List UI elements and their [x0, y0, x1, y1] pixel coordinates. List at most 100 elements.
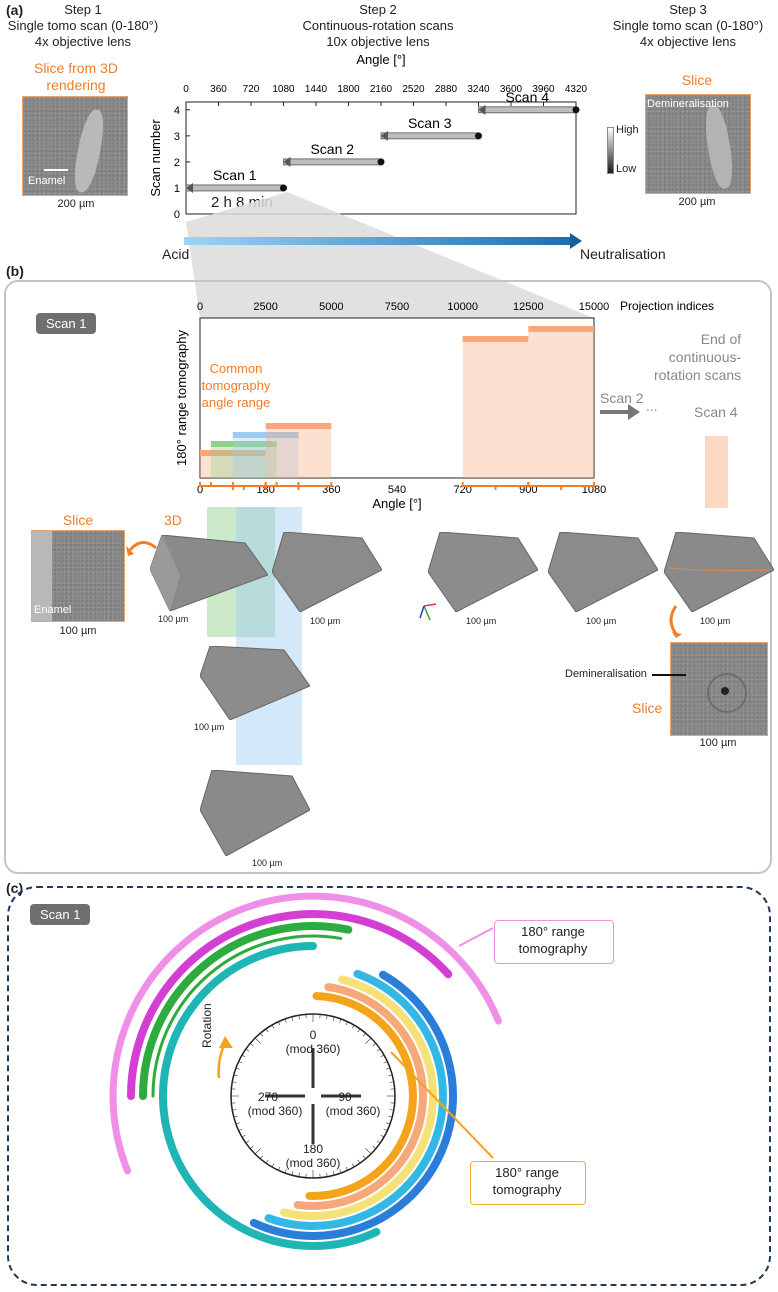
chart-b-xtick: 0 — [197, 484, 203, 496]
scan-end-dot — [475, 132, 482, 140]
rotate-arrow-right-icon — [669, 605, 682, 638]
scan-end-dot — [377, 158, 385, 166]
cube4-scalebar: 100 µm — [586, 616, 617, 626]
cube-7 — [199, 769, 311, 857]
dial-tick — [351, 1163, 355, 1168]
dial-tick — [260, 1155, 264, 1160]
dial-tick — [376, 1048, 381, 1052]
cube3-scalebar: 100 µm — [466, 616, 497, 626]
dial-tick — [238, 1061, 243, 1064]
dial-tick — [345, 1021, 348, 1026]
dial-tick — [265, 1028, 269, 1033]
dial-tick — [298, 1172, 300, 1177]
dial-tick — [271, 1163, 275, 1168]
chart-a-xtick: 1800 — [337, 84, 360, 95]
dial-tick — [386, 1122, 391, 1125]
chart-a-ylabel: Scan number — [148, 119, 163, 197]
right-demin-label: Demineralisation — [647, 98, 729, 110]
dial-tick — [365, 1148, 372, 1155]
cube7-scalebar: 100 µm — [252, 858, 283, 868]
chart-a-xtick: 2520 — [402, 84, 425, 95]
dial-270-mod: (mod 360) — [247, 1104, 303, 1118]
arc-green — [139, 922, 353, 1100]
dial-tick — [265, 1159, 269, 1164]
arc-green-thin — [151, 934, 343, 1098]
demin-label-b: Demineralisation — [565, 668, 647, 680]
chart-b-toptick: 7500 — [385, 301, 409, 313]
scan-end-dot — [572, 106, 580, 114]
step2-heading: Step 2 — [359, 2, 397, 17]
chart-a-ytick: 3 — [174, 131, 180, 143]
left-slice-scalebar: 100 µm — [59, 625, 97, 637]
chart-a-xtick: 0 — [183, 84, 189, 95]
dial-tick — [233, 1115, 238, 1118]
step3-title: Step 3 Single tomo scan (0-180°) 4x obje… — [613, 2, 763, 50]
dial-tick — [365, 1037, 372, 1044]
dial-90: 90 — [338, 1090, 352, 1104]
dial-tick — [362, 1032, 366, 1037]
dial-tick — [380, 1054, 385, 1058]
common-line3: angle range — [201, 395, 271, 410]
chart-a-xtick: 720 — [243, 84, 260, 95]
step2-line1: Continuous-rotation scans — [302, 18, 454, 33]
chart-a-ytick: 2 — [174, 157, 180, 169]
range-band — [210, 441, 277, 478]
rotation-arcs — [109, 892, 502, 1250]
dial-0: 0 — [309, 1028, 317, 1042]
scan-label: Scan 4 — [505, 89, 549, 105]
chart-a-ytick: 4 — [174, 105, 180, 117]
dial-tick — [383, 1128, 388, 1131]
chart-b-xlabel: Angle [°] — [372, 496, 421, 511]
slice-label-left: Slice — [62, 512, 94, 528]
arc-yellow — [279, 975, 437, 1220]
panel-b-badge: Scan 1 — [36, 313, 97, 334]
dial-tick — [332, 1016, 335, 1021]
right-image-caption: Slice — [681, 72, 713, 88]
range-bar — [265, 423, 332, 429]
chart-b-ylabel: 180° range tomography — [174, 329, 189, 466]
demin-arrow-icon — [652, 674, 686, 676]
three-d-label: 3D — [164, 512, 182, 528]
dial-tick — [362, 1155, 366, 1160]
step1-title: Step 1 Single tomo scan (0-180°) 4x obje… — [8, 2, 158, 50]
right-slice-scalebar: 100 µm — [699, 737, 737, 749]
dial-tick — [238, 1128, 243, 1131]
end-label: End of continuous- rotation scans — [654, 330, 741, 384]
step1-line2: 4x objective lens — [34, 34, 132, 49]
dial-tick — [376, 1140, 381, 1144]
dial-tick — [339, 1018, 342, 1023]
left-slice-b-image — [31, 530, 125, 622]
callout-top-line2: tomography — [518, 941, 588, 956]
right-slice-b-image — [670, 642, 768, 736]
step2-title: Step 2 Continuous-rotation scans 10x obj… — [302, 2, 453, 50]
acid-label: Acid — [162, 246, 190, 262]
dial-tick — [380, 1134, 385, 1138]
arc-blue — [249, 970, 457, 1240]
callout-bottom-line1: 180° range — [495, 1165, 559, 1180]
callout-bottom-line2: tomography — [492, 1182, 562, 1197]
step1-heading: Step 1 — [64, 2, 102, 17]
left-caption-line2: rendering — [46, 77, 106, 93]
range-bar — [528, 326, 594, 332]
dial-tick — [298, 1015, 300, 1020]
chart-a-xtick: 2160 — [370, 84, 393, 95]
cube1-scalebar: 100 µm — [158, 614, 189, 624]
dial-center — [305, 1088, 321, 1104]
rotation-label: Rotation — [200, 1003, 214, 1048]
callout-top-line1: 180° range — [521, 924, 585, 939]
dial-tick — [388, 1074, 393, 1077]
chart-a-xtick: 1080 — [272, 84, 295, 95]
scan-arrow-head-icon — [283, 156, 291, 167]
dial-tick — [383, 1061, 388, 1064]
colorbar-low: Low — [616, 163, 637, 175]
dial-tick — [357, 1028, 361, 1033]
scan2-arrow-icon — [600, 410, 630, 414]
chart-a-xtick: 3960 — [532, 84, 555, 95]
chart-b-toptick: 10000 — [447, 301, 478, 313]
left-image-caption: Slice from 3D rendering — [34, 60, 118, 94]
cube6-scalebar: 100 µm — [194, 722, 225, 732]
chart-a-xtick: 360 — [210, 84, 227, 95]
cube2-scalebar: 100 µm — [310, 616, 341, 626]
callout-top-line — [458, 927, 494, 947]
